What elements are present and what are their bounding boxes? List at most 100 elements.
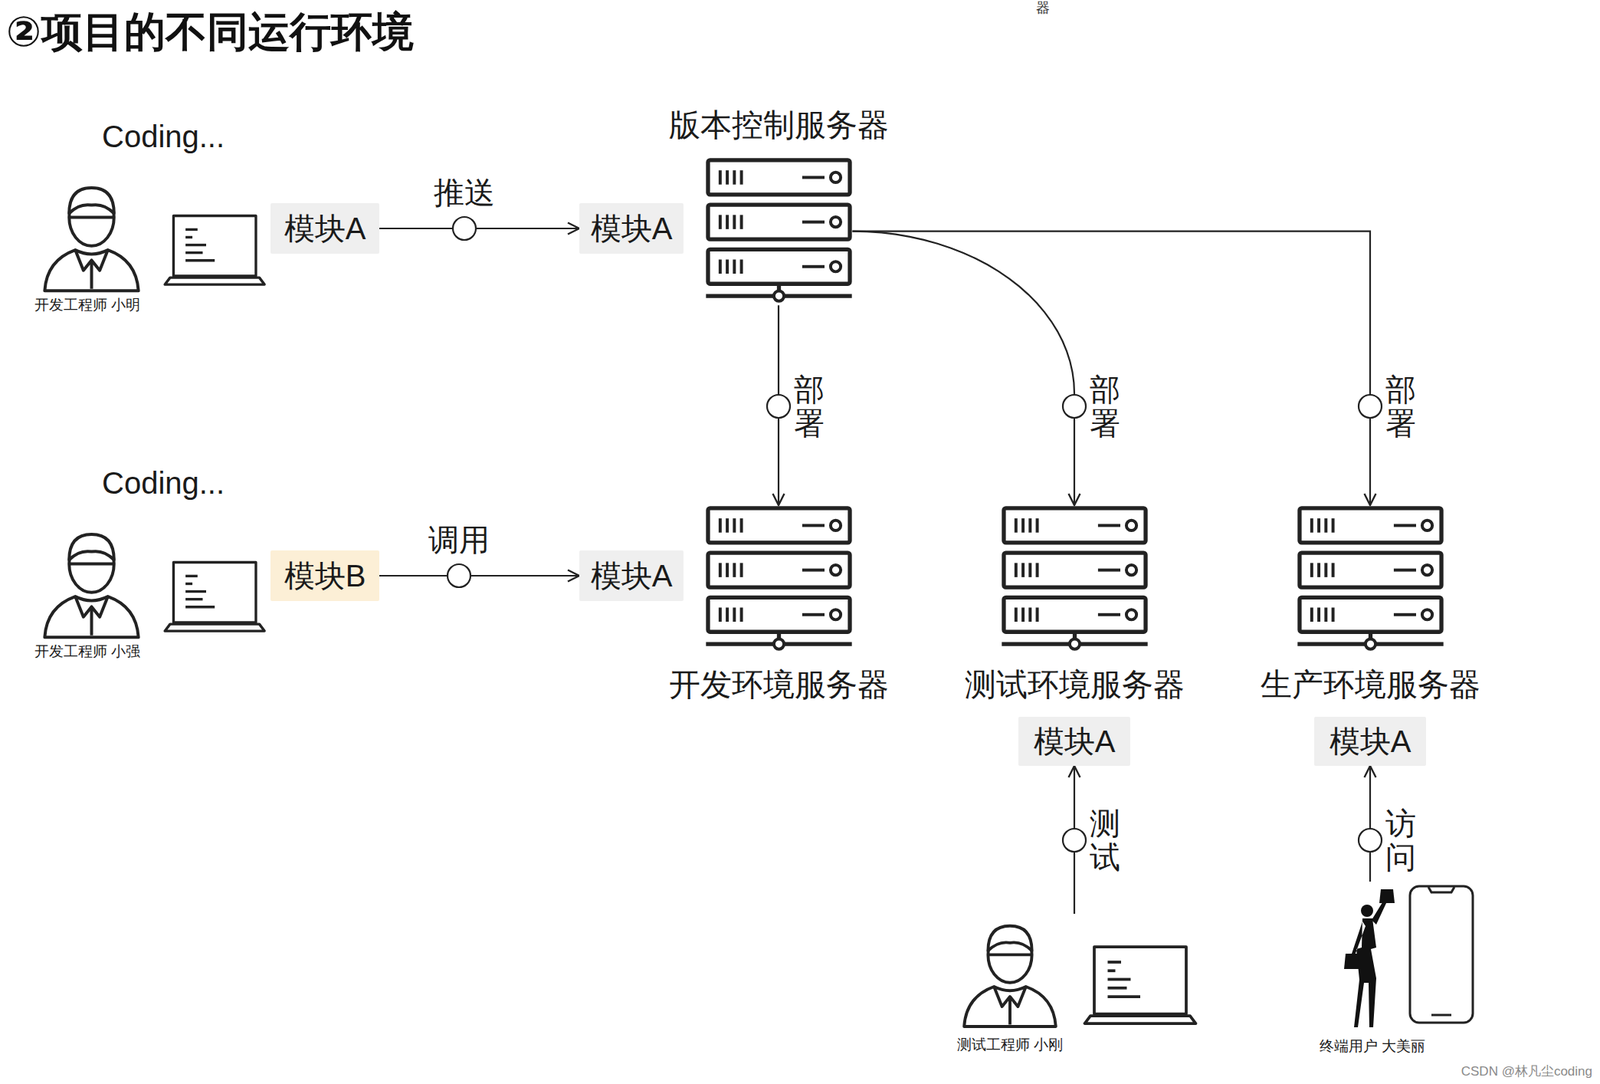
edge-junction-circle: [1358, 394, 1382, 418]
rack-unit: [1003, 552, 1145, 587]
rack-vent: [1013, 607, 1017, 623]
server-name: 生产环境服务器: [1260, 666, 1481, 703]
screen-line: [1108, 977, 1132, 981]
woman-head: [1360, 904, 1374, 917]
server-icon: [1000, 504, 1149, 653]
rack-slot: [801, 613, 824, 617]
rack-vent: [1324, 562, 1328, 578]
edge-label: 调用: [428, 521, 490, 558]
rack-slot: [1097, 568, 1120, 572]
rack-vent: [732, 562, 736, 578]
user-illustration: [1319, 881, 1489, 1031]
rack-vent: [718, 170, 722, 185]
rack-unit: [1003, 596, 1145, 632]
edge-junction-circle: [1358, 828, 1382, 852]
module-box: 模块B: [270, 550, 380, 601]
edge-junction-circle: [447, 563, 471, 587]
person-body: [44, 249, 138, 291]
laptop-screen: [173, 561, 256, 622]
rack-vent: [1324, 518, 1328, 533]
screen-line: [185, 582, 193, 585]
rack-vent: [718, 259, 722, 275]
server-node: 开发环境服务器: [666, 504, 892, 703]
rack-vent: [739, 214, 743, 230]
rack-led: [1125, 609, 1136, 620]
developer-figure: Coding... 开发工程师 小明: [34, 118, 269, 320]
status-text: Coding...: [101, 118, 225, 155]
connector: [852, 231, 1076, 505]
screen-line: [185, 590, 207, 593]
rack-vent: [739, 170, 743, 185]
server-icon: [704, 504, 853, 653]
tester-figure: 测试工程师 小刚: [954, 913, 1207, 1056]
person-caption: 开发工程师 小明: [34, 296, 141, 314]
module-box: 模块A: [1314, 716, 1427, 766]
phone-body: [1409, 885, 1473, 1023]
rack-vent: [725, 170, 729, 185]
server-port: [773, 291, 784, 302]
server-node: 测试环境服务器: [962, 504, 1187, 703]
rack-vent: [1035, 607, 1039, 623]
rack-slot: [1393, 613, 1416, 617]
rack-unit: [707, 249, 850, 284]
rack-led: [1421, 520, 1432, 531]
rack-vent: [739, 562, 743, 578]
rack-led: [829, 609, 840, 620]
screen-line: [1108, 986, 1128, 990]
rack-vent: [739, 607, 743, 623]
rack-slot: [801, 568, 824, 572]
screen-line: [185, 236, 193, 239]
rack-vent: [1309, 607, 1313, 623]
rack-slot: [1393, 568, 1416, 572]
screen-line: [185, 243, 207, 246]
rack-vent: [1035, 562, 1039, 578]
module-box: 模块A: [579, 203, 684, 254]
rack-vent: [725, 259, 729, 275]
server-node: 生产环境服务器: [1258, 504, 1483, 703]
screen-line: [185, 259, 215, 262]
module-label: 模块A: [1033, 723, 1116, 759]
rack-unit: [707, 596, 850, 632]
rack-vent: [1309, 518, 1313, 533]
rack-vent: [1013, 518, 1017, 533]
server-node: 版本控制服务器: [666, 107, 892, 305]
person-body: [44, 596, 138, 637]
shopping-bag: [1379, 888, 1395, 903]
rack-slot: [801, 265, 824, 269]
person-glasses: [70, 216, 114, 220]
rack-unit: [707, 508, 850, 543]
rack-vent: [718, 214, 722, 230]
phone-bar: [1431, 1013, 1452, 1017]
module-label: 模块A: [590, 210, 673, 246]
person-caption: 测试工程师 小刚: [957, 1036, 1063, 1053]
rack-led: [1125, 564, 1136, 575]
developer-illustration: [40, 178, 271, 294]
rack-vent: [1331, 518, 1335, 533]
rack-vent: [1021, 518, 1025, 533]
edge-label: 访问: [1385, 806, 1417, 874]
rack-vent: [1317, 518, 1321, 533]
screen-line: [1108, 960, 1122, 964]
server-port: [773, 638, 784, 649]
screen-line: [185, 597, 203, 600]
rack-vent: [1317, 607, 1321, 623]
module-label: 模块A: [1329, 723, 1412, 759]
edge-label: 部署: [1385, 372, 1417, 440]
module-label: 模块A: [284, 210, 367, 246]
person-collar: [75, 249, 109, 289]
screen-line: [185, 574, 198, 578]
rack-vent: [732, 518, 736, 533]
person-hair: [68, 187, 115, 214]
connector: [379, 574, 580, 577]
rack-vent: [1021, 562, 1025, 578]
edge-label: 推送: [433, 174, 496, 210]
laptop-base: [1085, 1015, 1197, 1023]
module-label: 模块B: [284, 557, 367, 594]
status-text: Coding...: [101, 465, 225, 501]
rack-vent: [718, 607, 722, 623]
screen-line: [185, 605, 215, 608]
rack-vent: [1331, 607, 1335, 623]
edge-junction-circle: [1062, 828, 1086, 852]
module-box: 模块A: [1018, 716, 1131, 766]
